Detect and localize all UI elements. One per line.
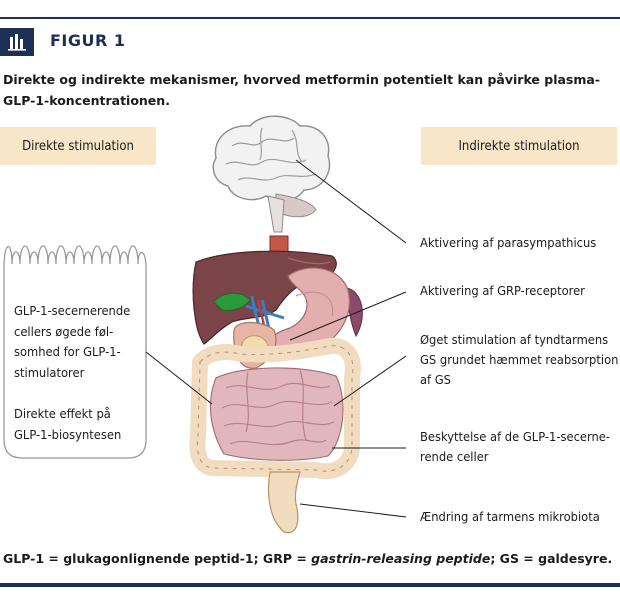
- direct-line-4: stimulatorer: [14, 365, 85, 381]
- header-indirect-stimulation: Indirekte stimulation: [421, 127, 617, 165]
- label-beskyttelse-line-1: Beskyttelse af de GLP-1-secerne-: [420, 430, 611, 445]
- direct-bubble-outline: [3, 245, 147, 459]
- label-beskyttelse: Beskyttelse af de GLP-1-secerne- rende c…: [420, 428, 610, 468]
- small-intestine: [209, 367, 344, 461]
- leader-lines: [145, 159, 407, 518]
- direct-line-2: cellers øgede føl-: [14, 324, 114, 340]
- header-indirect-label: Indirekte stimulation: [458, 138, 580, 154]
- figure-caption: Direkte og indirekte mekanismer, hvorved…: [3, 72, 601, 108]
- direct-line-5: Direkte effekt på: [14, 407, 111, 422]
- footnote-part-1: GLP-1 = glukagonlignende peptid-1; GRP =: [3, 551, 312, 566]
- label-galdesyre-line-2: GS grundet hæmmet reabsorption: [420, 353, 619, 368]
- rectum: [267, 471, 301, 534]
- direct-line-3: somhed for GLP-1-: [14, 345, 121, 360]
- footnote-part-2: ; GS = galdesyre.: [490, 551, 613, 566]
- label-beskyttelse-line-2: rende celler: [420, 450, 489, 465]
- header-direct-stimulation: Direkte stimulation: [0, 127, 156, 165]
- gallbladder: [213, 293, 251, 311]
- bar-chart-icon: [0, 28, 34, 56]
- direct-line-1: GLP-1-secernerende: [14, 304, 131, 319]
- abbreviations-footnote: GLP-1 = glukagonlignende peptid-1; GRP =…: [3, 551, 612, 566]
- top-rule: [0, 17, 620, 19]
- direct-line-6: GLP-1-biosyntesen: [14, 427, 122, 443]
- label-mikrobiota: Ændring af tarmens mikrobiota: [420, 510, 600, 525]
- bottom-rule: [0, 583, 620, 587]
- header-direct-label: Direkte stimulation: [22, 138, 134, 154]
- figure-title: FIGUR 1: [50, 31, 126, 50]
- direct-bubble-text: GLP-1-secernerende cellers øgede føl- so…: [14, 302, 144, 446]
- label-parasympathicus: Aktivering af parasympathicus: [420, 236, 597, 251]
- label-grp-receptorer: Aktivering af GRP-receptorer: [420, 284, 585, 299]
- footnote-italic: gastrin-releasing peptide: [311, 551, 491, 566]
- label-galdesyre-line-3: af GS: [420, 373, 451, 388]
- label-galdesyre-line-1: Øget stimulation af tyndtarmens: [420, 333, 609, 348]
- brain-illustration: [212, 115, 331, 233]
- label-galdesyre: Øget stimulation af tyndtarmens GS grund…: [420, 331, 618, 391]
